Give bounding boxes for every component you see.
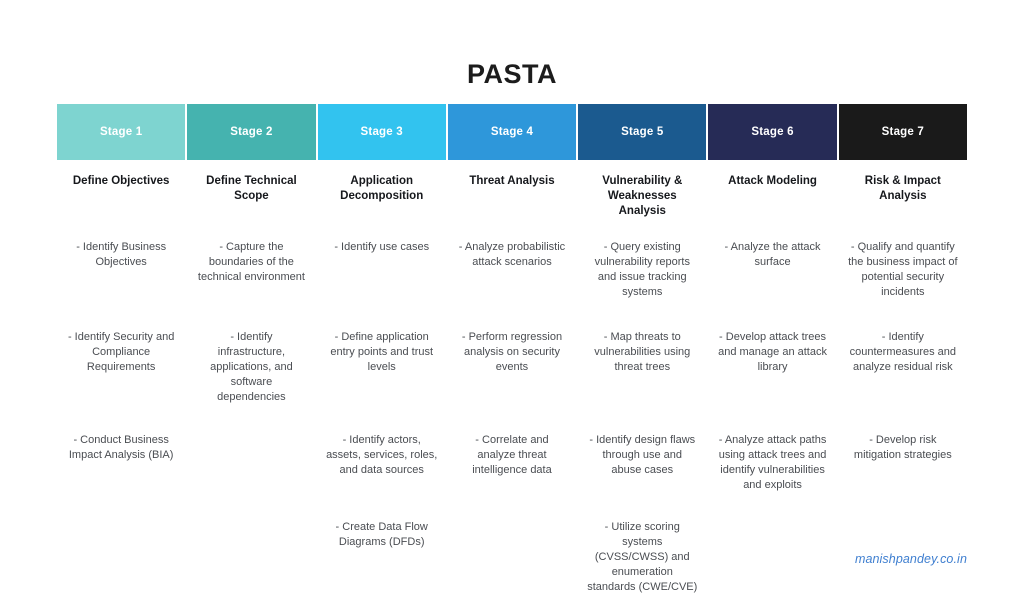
activity-item: - Create Data Flow Diagrams (DFDs) <box>335 521 428 548</box>
activity-item: - Correlate and analyze threat intellige… <box>472 434 552 476</box>
stage-name-3: Application Decomposition <box>340 175 424 202</box>
stage-name-2: Define Technical Scope <box>206 175 297 202</box>
activity-row-2: - Identify Security and Compliance Requi… <box>57 330 967 405</box>
stage-badge-1: Stage 1 <box>57 104 186 160</box>
activity-item: - Analyze probabilistic attack scenarios <box>458 241 566 268</box>
activity-item: - Identify infrastructure, applications,… <box>210 331 293 403</box>
site-watermark: manishpandey.co.in <box>854 552 967 566</box>
activity-item: - Identify countermeasures and analyze r… <box>849 331 957 373</box>
stage-badge-row: Stage 1 Stage 2 Stage 3 Stage 4 Stage 5 … <box>57 104 967 160</box>
stage-badge-6: Stage 6 <box>708 104 837 160</box>
activity-item: - Define application entry points and tr… <box>330 331 434 373</box>
activity-item: - Analyze the attack surface <box>724 241 821 268</box>
activity-item: - Identify actors, assets, services, rol… <box>326 434 438 476</box>
activity-item: - Map threats to vulnerabilities using t… <box>594 331 691 373</box>
activity-item: - Develop attack trees and manage an att… <box>718 331 827 373</box>
stage-name-7: Risk & Impact Analysis <box>864 175 941 202</box>
stage-badge-label: Stage 5 <box>621 126 664 138</box>
stage-name-4: Threat Analysis <box>469 175 555 187</box>
activity-row-4: - Create Data Flow Diagrams (DFDs) - Uti… <box>57 520 967 595</box>
stage-badge-label: Stage 3 <box>360 126 403 138</box>
stage-badge-7: Stage 7 <box>838 104 967 160</box>
stage-name-5: Vulnerability & Weaknesses Analysis <box>602 175 683 217</box>
activity-item: - Perform regression analysis on securit… <box>461 331 563 373</box>
activity-item: - Conduct Business Impact Analysis (BIA) <box>68 434 174 461</box>
stage-name-1: Define Objectives <box>72 175 170 187</box>
pasta-stage-matrix: Stage 1 Stage 2 Stage 3 Stage 4 Stage 5 … <box>57 104 967 595</box>
stage-badge-5: Stage 5 <box>578 104 707 160</box>
activity-item: - Utilize scoring systems (CVSS/CWSS) an… <box>587 521 698 593</box>
stage-badge-label: Stage 2 <box>230 126 273 138</box>
stage-badge-3: Stage 3 <box>317 104 446 160</box>
pasta-diagram-page: PASTA Stage 1 Stage 2 Stage 3 Stage 4 St… <box>57 59 967 593</box>
stage-badge-label: Stage 4 <box>490 126 534 138</box>
activity-row-1: - Identify Business Objectives - Capture… <box>57 240 967 300</box>
stage-badge-4: Stage 4 <box>447 104 577 160</box>
stage-name-row: Define Objectives Define Technical Scope… <box>57 174 967 220</box>
activity-item: - Qualify and quantify the business impa… <box>848 241 958 298</box>
activity-item: - Identify use cases <box>334 241 430 253</box>
stage-badge-label: Stage 6 <box>751 126 794 138</box>
stage-name-6: Attack Modeling <box>728 175 817 187</box>
activity-item: - Develop risk mitigation strategies <box>853 434 952 461</box>
activity-item: - Identify design flaws through use and … <box>589 434 696 476</box>
stage-badge-label: Stage 7 <box>881 126 924 138</box>
activity-item: - Capture the boundaries of the technica… <box>197 241 305 283</box>
stage-badge-label: Stage 1 <box>99 126 143 138</box>
activity-item: - Query existing vulnerability reports a… <box>594 241 690 298</box>
activity-item: - Identify Security and Compliance Requi… <box>67 331 175 373</box>
page-title: PASTA <box>467 59 557 89</box>
stage-badge-2: Stage 2 <box>187 104 316 160</box>
activity-item: - Identify Business Objectives <box>76 241 167 268</box>
activity-item: - Analyze attack paths using attack tree… <box>718 434 827 491</box>
activity-row-3: - Conduct Business Impact Analysis (BIA)… <box>57 433 967 493</box>
